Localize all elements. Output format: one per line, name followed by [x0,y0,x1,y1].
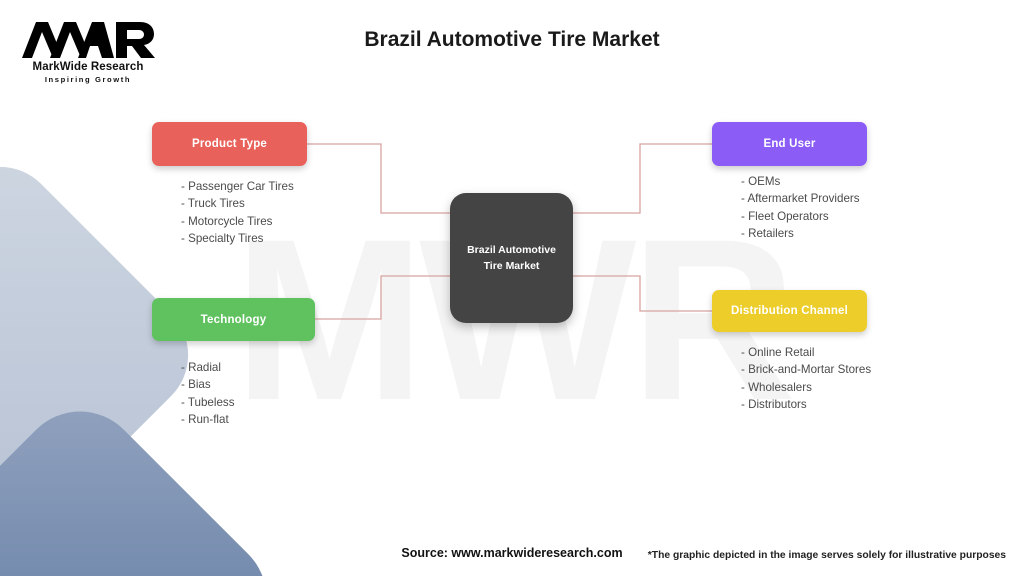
center-node-label-line2: Tire Market [483,260,540,272]
branch-items-product-type: - Passenger Car Tires - Truck Tires - Mo… [181,178,294,248]
branch-box-end-user[interactable]: End User [712,122,867,166]
connector-product-type [307,143,452,214]
list-item: - Online Retail [741,346,815,359]
list-item: - Fleet Operators [741,209,829,223]
branch-title-product-type: Product Type [191,138,268,150]
branch-items-technology: - Radial - Bias - Tubeless - Run-flat [181,359,235,429]
branch-box-distribution-channel[interactable]: Distribution Channel [712,290,867,332]
connector-distribution-channel [571,275,712,312]
list-item: - Retailers [741,227,794,241]
list-item: - Run-flat [181,413,229,427]
connector-end-user [571,143,712,214]
logo-mark-icon [18,18,158,60]
branch-title-end-user: End User [763,138,816,150]
disclaimer-note: *The graphic depicted in the image serve… [647,550,1006,561]
list-item: - Wholesalers [741,380,812,394]
connector-technology [315,275,452,320]
list-item: - OEMs [741,175,781,188]
page-title: Brazil Automotive Tire Market [364,28,660,51]
brand-logo: MarkWide Research Inspiring Growth [18,18,158,84]
list-item: - Brick-and-Mortar Stores [741,363,872,377]
branch-title-technology: Technology [200,313,267,326]
list-item: - Distributors [741,398,807,412]
center-node: Brazil Automotive Tire Market [450,193,573,323]
list-item: - Passenger Car Tires [181,180,294,193]
branch-items-end-user: - OEMs - Aftermarket Providers - Fleet O… [741,173,860,243]
list-item: - Bias [181,378,211,392]
list-item: - Tubeless [181,395,235,409]
center-node-label-line1: Brazil Automotive [467,244,556,256]
logo-tagline: Inspiring Growth [44,75,132,84]
list-item: - Aftermarket Providers [741,192,860,206]
branch-box-technology[interactable]: Technology [152,298,315,341]
branch-box-product-type[interactable]: Product Type [152,122,307,166]
logo-company-name: MarkWide Research [32,61,144,73]
source-note: Source: www.markwideresearch.com [401,546,623,560]
branch-items-distribution-channel: - Online Retail - Brick-and-Mortar Store… [741,344,871,414]
branch-title-distribution-channel: Distribution Channel [730,305,849,317]
list-item: - Motorcycle Tires [181,214,273,228]
list-item: - Radial [181,361,221,374]
list-item: - Specialty Tires [181,232,264,246]
list-item: - Truck Tires [181,197,245,211]
